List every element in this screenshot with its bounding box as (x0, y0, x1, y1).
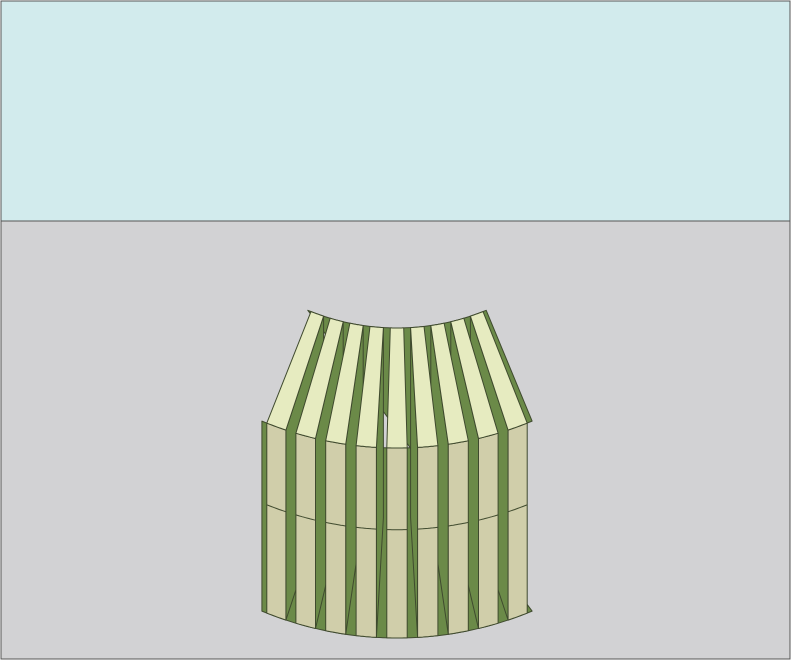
segment-front-face (508, 423, 527, 620)
segment-front-face (448, 441, 468, 635)
sky-background (1, 1, 790, 221)
segment-front-face (387, 448, 407, 638)
segment-top-face (387, 328, 407, 448)
segment-block-5 (387, 328, 407, 638)
segment-front-face (296, 433, 316, 628)
curved-segment-array (267, 312, 527, 638)
segment-front-face (479, 433, 499, 628)
segment-front-face (356, 446, 376, 638)
segment-front-face (326, 441, 346, 635)
segment-front-face (267, 423, 286, 620)
segment-front-face (418, 446, 438, 638)
